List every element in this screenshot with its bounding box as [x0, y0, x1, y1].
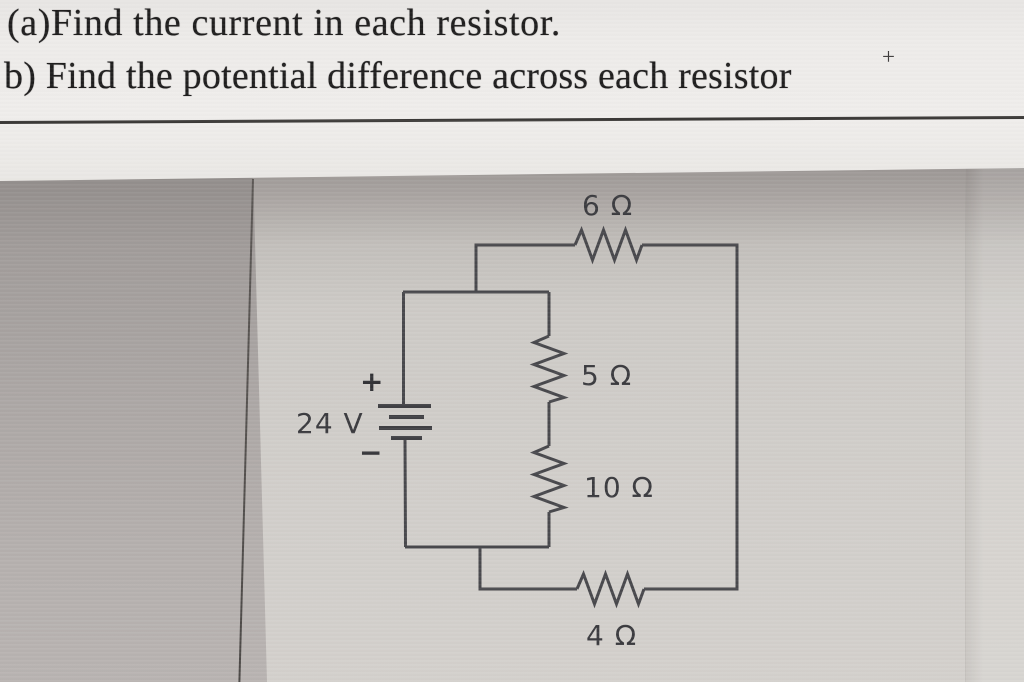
- wire-top-left: [474, 243, 575, 292]
- resistor-5ohm-zigzag: [529, 334, 569, 404]
- resistor-5ohm-label: 5 Ω: [581, 359, 632, 392]
- battery-plus-sign: +: [360, 365, 384, 398]
- stray-plus-mark: +: [882, 44, 895, 69]
- horizontal-rule: [0, 115, 1024, 124]
- wire-battery-bottom: [403, 437, 407, 548]
- question-line-b: b) Find the potential difference across …: [4, 55, 792, 97]
- resistor-4ohm-zigzag: [575, 569, 646, 609]
- battery-minus-sign: −: [359, 436, 383, 469]
- resistor-4ohm-label: 4 Ω: [586, 619, 637, 652]
- question-line-a: (a)Find the current in each resistor.: [7, 2, 562, 44]
- resistor-10ohm-zigzag: [529, 444, 569, 514]
- question-band: (a)Find the current in each resistor. b)…: [0, 0, 1024, 181]
- resistor-10ohm-label: 10 Ω: [584, 471, 654, 504]
- battery-voltage-label: 24 V: [296, 407, 364, 440]
- page-right-edge-sheen: [965, 140, 1024, 682]
- wire-outer-right: [642, 243, 739, 591]
- wire-bottom-left: [478, 548, 577, 591]
- resistor-6ohm-label: 6 Ω: [582, 189, 633, 222]
- resistor-6ohm-zigzag: [573, 225, 644, 265]
